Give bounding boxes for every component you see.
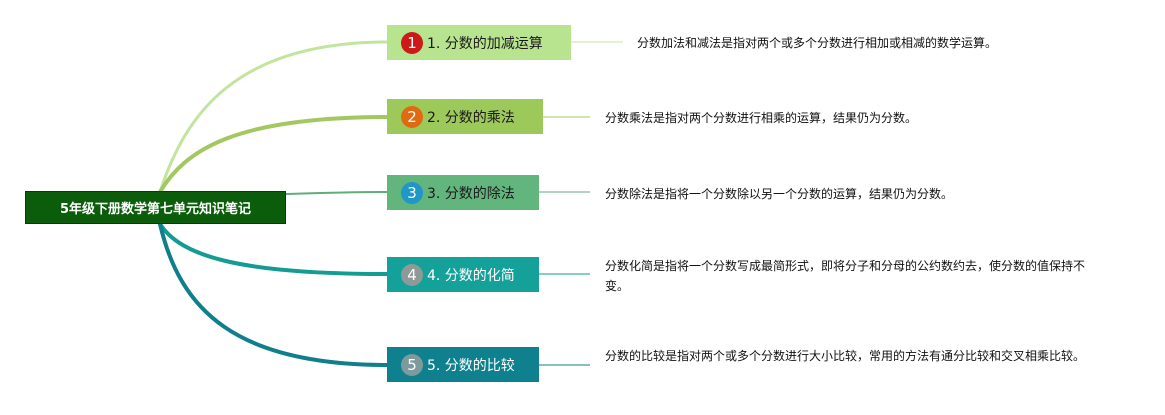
topic-fraction-simplify[interactable]: 4 4. 分数的化简: [387, 257, 539, 292]
topic-title: 1. 分数的加减运算: [427, 35, 543, 52]
topic-fraction-compare[interactable]: 5 5. 分数的比较: [387, 347, 539, 382]
root-topic-label: 5年级下册数学第七单元知识笔记: [59, 202, 252, 217]
branch-connector-1: [158, 40, 390, 194]
topic-description: 分数化简是指将一个分数写成最简形式，即将分子和分母的公约数约去，使分数的值保持不…: [605, 259, 1086, 293]
topic-fraction-multiply[interactable]: 2 2. 分数的乘法: [387, 99, 543, 134]
number-badge-icon: 3: [401, 181, 423, 204]
topic-title: 4. 分数的化简: [427, 267, 515, 284]
topic-fraction-divide[interactable]: 3 3. 分数的除法: [387, 175, 539, 210]
topic-title: 5. 分数的比较: [427, 357, 515, 374]
topic-description: 分数乘法是指对两个分数进行相乘的运算，结果仍为分数。: [605, 111, 918, 125]
topic-fraction-add-subtract[interactable]: 1 1. 分数的加减运算: [387, 25, 571, 60]
number-badge-icon: 4: [401, 263, 423, 286]
topic-title: 2. 分数的乘法: [427, 109, 515, 126]
branch-connector-2: [158, 115, 390, 194]
root-topic[interactable]: 5年级下册数学第七单元知识笔记: [25, 191, 286, 224]
number-badge-icon: 1: [401, 31, 423, 54]
topic-title: 3. 分数的除法: [427, 185, 515, 202]
branch-connector-5: [158, 222, 390, 367]
number-badge-icon: 2: [401, 105, 423, 128]
number-badge-icon: 5: [401, 353, 423, 376]
branch-connector-3: [285, 191, 389, 195]
branch-connector-4: [158, 222, 390, 276]
topic-description: 分数加法和减法是指对两个或多个分数进行相加或相减的数学运算。: [637, 36, 998, 50]
topic-description: 分数除法是指将一个分数除以另一个分数的运算，结果仍为分数。: [605, 187, 954, 201]
topic-description: 分数的比较是指对两个或多个分数进行大小比较，常用的方法有通分比较和交叉相乘比较。: [605, 349, 1086, 363]
